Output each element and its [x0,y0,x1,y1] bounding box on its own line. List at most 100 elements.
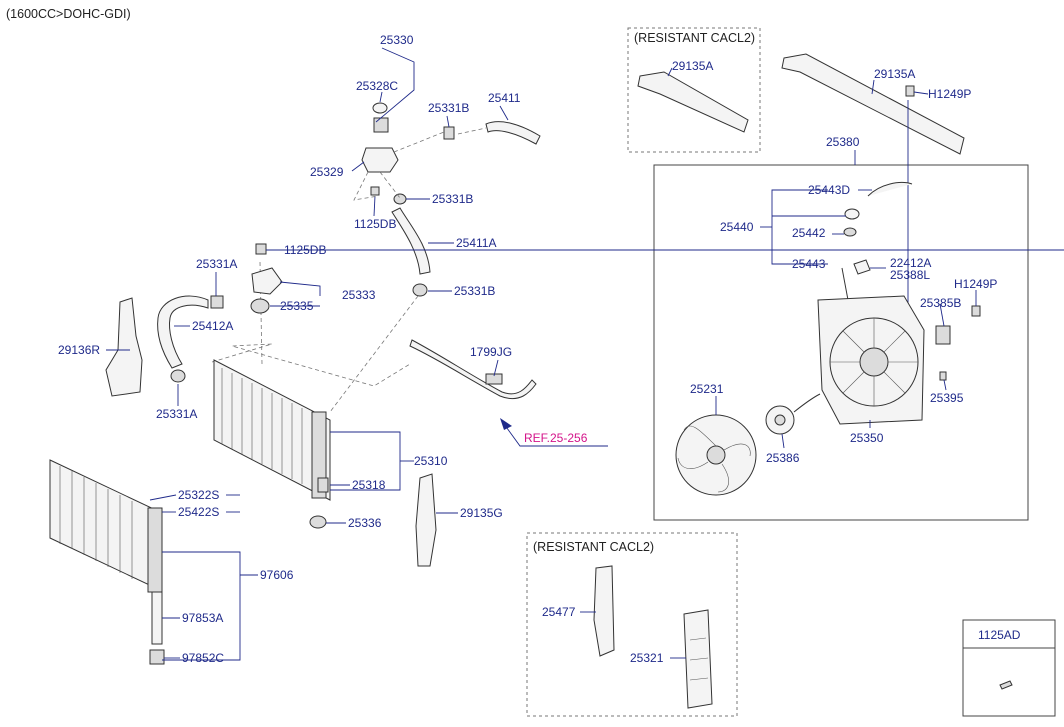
fan-shroud-25350 [817,295,925,425]
label-25331b-mid: 25331B [432,192,473,206]
label-97606: 97606 [260,568,294,582]
hose-25412a [157,295,209,369]
screw-25395 [939,371,947,381]
label-25328c: 25328C [356,79,398,93]
label-25443d: 25443D [808,183,850,197]
label-25336: 25336 [348,516,382,530]
label-25331b-low: 25331B [454,284,495,298]
leader-25386 [781,433,785,449]
label-25440: 25440 [720,220,754,234]
leader-25411 [499,105,509,121]
resistant-frame-bottom [526,532,738,717]
leader-25395 [943,379,947,391]
ref-arrow-icon [500,418,512,430]
leader-25329 [351,161,365,172]
dash-hose-radiator [329,295,419,413]
clamp-25331b-low [412,283,428,297]
label-25443: 25443 [792,257,826,271]
mount-25336 [309,515,327,529]
label-29136r: 29136R [58,343,100,357]
leader-29135a-right [871,79,875,95]
label-25388l: 25388L [890,268,930,282]
clamp-25331b-mid [393,193,407,205]
cap-25335 [250,298,270,314]
oil-cooler-hose-1799jg [409,339,537,400]
label-25335: 25335 [280,299,314,313]
label-25331a-low: 25331A [156,407,197,421]
grommet-25442 [843,208,860,237]
air-guard-29136r [105,297,143,397]
air-guard-29135a-left [637,71,749,133]
label-25380: 25380 [826,135,860,149]
label-25318: 25318 [352,478,386,492]
air-guard-29135a-right [781,53,965,155]
fan-motor-25386 [765,393,821,435]
label-h1249p-top: H1249P [928,87,971,101]
leader-25385b [939,303,945,327]
label-25322s: 25322S [178,488,219,502]
label-25411a: 25411A [456,236,496,250]
air-guard-25321 [683,609,713,709]
bolt-1125db-mid [255,243,267,255]
bolt-1125db-top [370,186,380,196]
label-25412a: 25412A [192,319,233,333]
label-25321: 25321 [630,651,664,665]
resistant-label-top: (RESISTANT CACL2) [634,31,755,45]
label-29135g: 29135G [460,506,503,520]
leader-25331b-top [446,115,450,128]
leader-29135a-left [667,67,673,77]
clamp-25331a-low [170,369,186,383]
label-25411: 25411 [488,91,521,105]
label-25231: 25231 [690,382,724,396]
wiring-25443d [867,182,913,197]
wire-25443 [841,267,849,301]
label-29135a-left: 29135A [672,59,713,73]
radiator-25310 [213,359,331,501]
leader-25330 [375,47,415,123]
leader-1125db-top [373,195,376,217]
leader-1799jg [493,359,499,377]
drain-plug-25318 [317,477,329,493]
label-22412a: 22412A [890,256,931,270]
tag-22412a [853,259,871,275]
label-25386: 25386 [766,451,800,465]
dash-clamp-hose [457,127,487,135]
label-1799jg: 1799JG [470,345,512,359]
label-29135a-right: 29135A [874,67,915,81]
label-25350: 25350 [850,431,884,445]
dash-housing-clamp [393,131,445,153]
clamp-25331b-top [443,126,455,140]
label-97853a: 97853A [182,611,223,625]
leader-25322s [149,494,177,501]
hose-upper-25411 [485,121,541,145]
dash-housing-bolt [353,171,379,201]
label-25333: 25333 [342,288,376,302]
ref-link-25-256[interactable]: REF.25-256 [524,431,588,445]
label-25477: 25477 [542,605,576,619]
leader-25328c [379,91,383,103]
label-h1249p-mid: H1249P [954,277,997,291]
bracket-25333 [251,267,283,295]
fan-25231 [675,414,757,496]
legend-box [962,619,1056,717]
resistant-label-bottom: (RESISTANT CACL2) [533,540,654,554]
bolt-h1249p-mid [971,305,981,317]
label-97852c: 97852C [182,651,224,665]
leader-25333 [279,281,321,296]
air-guard-29135g [415,473,437,567]
label-25330: 25330 [380,33,414,47]
legend-bolt-icon [999,680,1013,690]
legend-part-label: 1125AD [978,628,1021,642]
label-25442: 25442 [792,226,826,240]
label-1125db-top: 1125DB [354,217,396,231]
leader-ref-link [503,423,608,447]
bolt-h1249p-top [905,85,915,97]
dash-housing-clamp-mid [379,171,401,199]
engine-spec-header: (1600CC>DOHC-GDI) [6,7,131,21]
water-outlet-housing-25329 [361,102,399,173]
label-25331a-top: 25331A [196,257,237,271]
label-25395: 25395 [930,391,964,405]
leader-97606-bracket [162,551,241,661]
clamp-25331a-top [210,295,224,309]
label-25385b: 25385B [920,296,961,310]
